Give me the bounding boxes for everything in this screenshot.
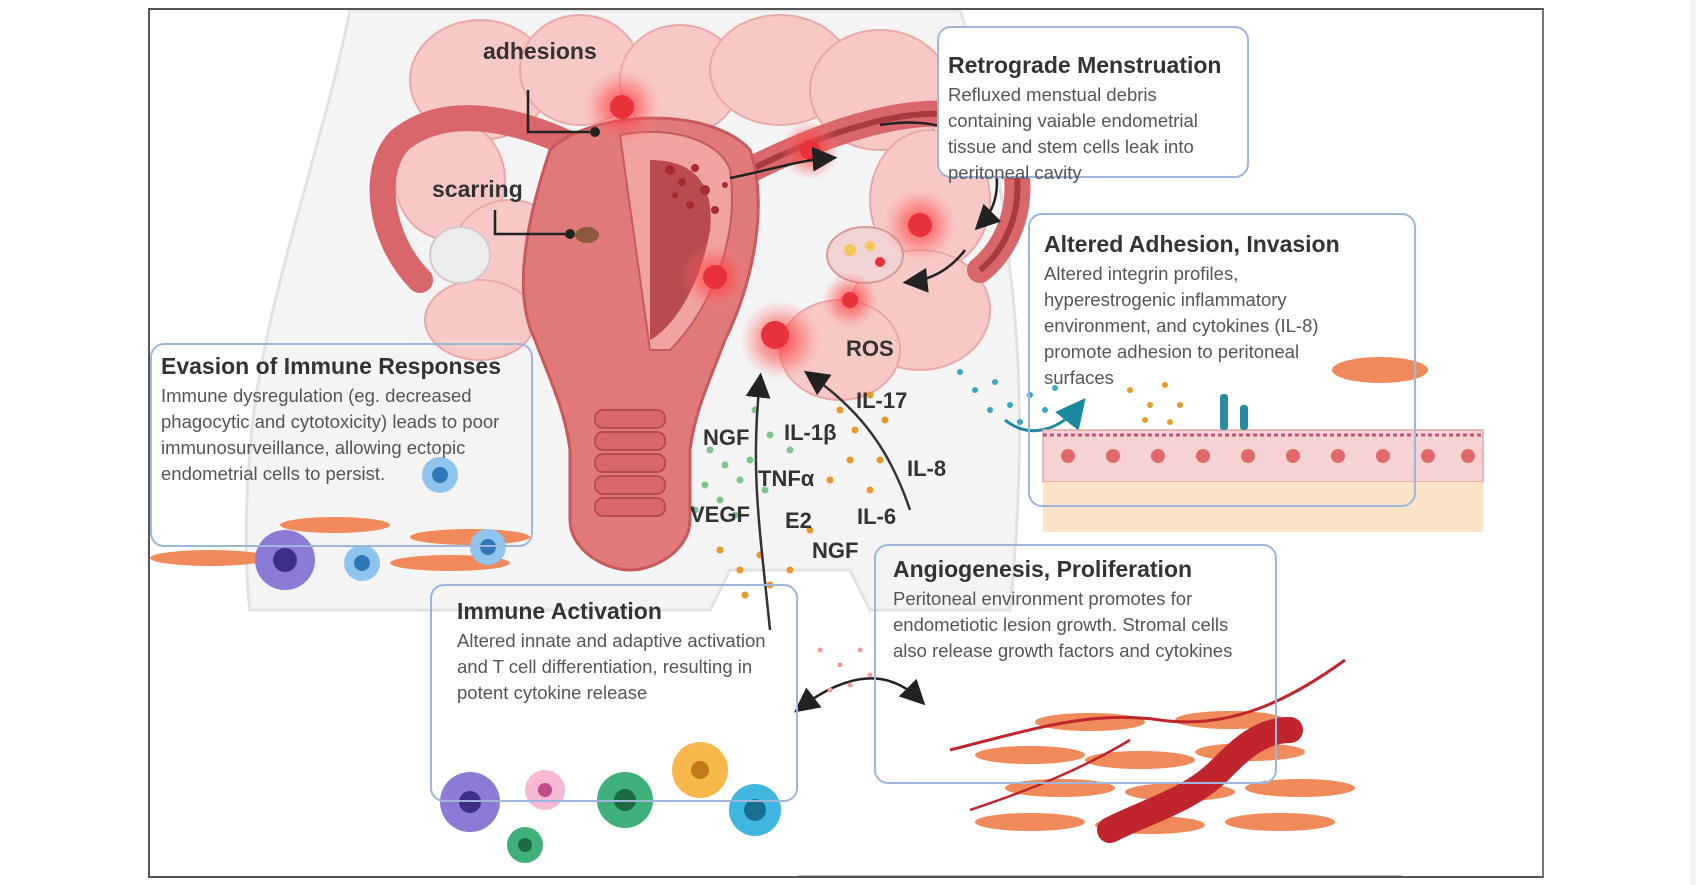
growth-factor-dots bbox=[691, 406, 794, 519]
adhesion-body: Altered integrin profiles, hyperestrogen… bbox=[1044, 263, 1319, 388]
e2-label: E2 bbox=[785, 508, 812, 533]
evasion-title: Evasion of Immune Responses bbox=[161, 353, 501, 379]
adhesion-dots bbox=[1127, 382, 1183, 425]
cervix bbox=[594, 409, 666, 517]
figure-frame: adhesions scarring ROS IL-17 IL-1β NGF I… bbox=[148, 8, 1544, 878]
cytokine-dots bbox=[716, 391, 889, 599]
angiogenesis-body: Peritoneal environment promotes for endo… bbox=[893, 588, 1233, 661]
retrograde-body: Refluxed menstual debris containing vaia… bbox=[948, 84, 1198, 183]
il6-label: IL-6 bbox=[857, 504, 897, 529]
vegf-label: VEGF bbox=[690, 502, 750, 527]
evasion-body: Immune dysregulation (eg. decreased phag… bbox=[161, 385, 500, 484]
tnfa-label: TNFα bbox=[758, 466, 815, 491]
adhesion-marker bbox=[590, 127, 600, 137]
immune-activation-box: Immune Activation Altered innate and ada… bbox=[430, 584, 798, 802]
adhesion-title: Altered Adhesion, Invasion bbox=[1044, 231, 1340, 257]
retrograde-title: Retrograde Menstruation bbox=[948, 52, 1222, 78]
bottom-divider bbox=[798, 875, 1402, 876]
left-ovary bbox=[429, 226, 491, 284]
retrograde-menstruation-box: Retrograde Menstruation Refluxed menstua… bbox=[937, 26, 1249, 183]
pink-dots bbox=[817, 647, 873, 693]
ngf-bottom-label: NGF bbox=[812, 538, 859, 563]
immune-cells bbox=[440, 742, 781, 863]
il8-label: IL-8 bbox=[907, 456, 947, 481]
il1b-label: IL-1β bbox=[784, 420, 837, 445]
scar-tissue bbox=[575, 227, 599, 243]
menstrual-debris bbox=[665, 164, 728, 214]
scarring-label: scarring bbox=[432, 176, 523, 202]
il17-label: IL-17 bbox=[856, 388, 908, 413]
adhesions-label: adhesions bbox=[483, 38, 597, 64]
altered-adhesion-box: Altered Adhesion, Invasion Altered integ… bbox=[1028, 213, 1416, 507]
immune-activation-title: Immune Activation bbox=[457, 598, 662, 624]
evasion-immune-box: Evasion of Immune Responses Immune dysre… bbox=[150, 343, 533, 547]
scrollbar[interactable] bbox=[1690, 0, 1696, 885]
peritoneal-surface bbox=[1042, 357, 1484, 532]
ros-label: ROS bbox=[846, 336, 894, 361]
chemokine-dots bbox=[957, 369, 1058, 425]
ngf-left-label: NGF bbox=[703, 425, 750, 450]
scar-marker bbox=[565, 229, 575, 239]
angiogenesis-title: Angiogenesis, Proliferation bbox=[893, 556, 1193, 582]
immune-activation-body: Altered innate and adaptive activation a… bbox=[457, 630, 766, 703]
blood-vessel bbox=[1097, 717, 1303, 843]
angiogenesis-box: Angiogenesis, Proliferation Peritoneal e… bbox=[874, 544, 1277, 784]
